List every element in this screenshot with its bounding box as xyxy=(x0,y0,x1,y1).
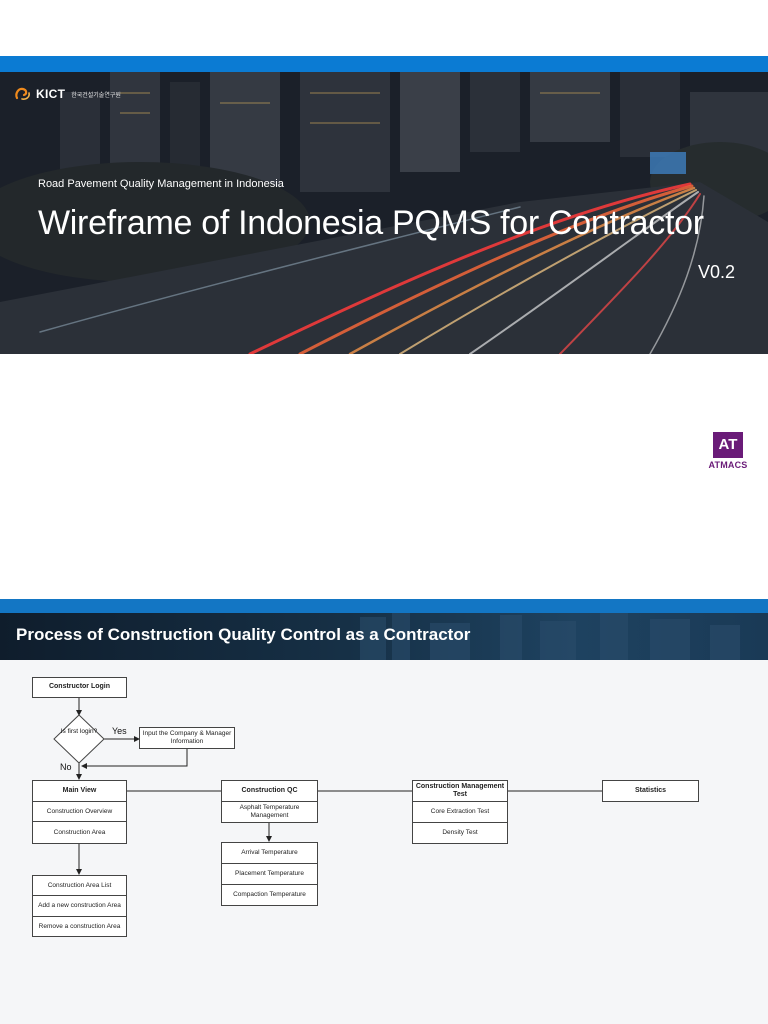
statistics-box: Statistics xyxy=(602,780,699,802)
title-slide: KICT 한국건설기술연구원 Road Pavement Quality Man… xyxy=(0,56,768,470)
slide-header-banner xyxy=(0,613,768,660)
slide-accent-bar xyxy=(0,599,768,613)
flow-connectors xyxy=(53,698,602,875)
placement-temperature-box: Placement Temperature xyxy=(221,863,318,885)
density-test-box: Density Test xyxy=(412,822,508,844)
process-slide: Process of Construction Quality Control … xyxy=(0,599,768,1024)
compaction-temperature-box: Compaction Temperature xyxy=(221,884,318,906)
city-highway-banner xyxy=(0,72,768,354)
banner-illustration xyxy=(0,72,768,354)
atmacs-mark: AT xyxy=(713,432,743,458)
remove-construction-area-box: Remove a construction Area xyxy=(32,916,127,937)
add-construction-area-box: Add a new construction Area xyxy=(32,895,127,917)
top-accent-bar xyxy=(0,56,768,72)
slide-title: Wireframe of Indonesia PQMS for Contract… xyxy=(38,204,704,242)
constructor-login-box: Constructor Login xyxy=(32,677,127,698)
construction-overview-box: Construction Overview xyxy=(32,801,127,822)
management-test-header: Construction Management Test xyxy=(412,780,508,802)
input-company-info-box: Input the Company & Manager Information xyxy=(139,727,235,749)
main-view-header: Main View xyxy=(32,780,127,802)
core-extraction-test-box: Core Extraction Test xyxy=(412,801,508,823)
slide-subtitle: Road Pavement Quality Management in Indo… xyxy=(38,178,284,190)
kict-swirl-icon xyxy=(14,86,32,102)
atmacs-logo: AT ATMACS xyxy=(708,432,748,470)
construction-area-list-box: Construction Area List xyxy=(32,875,127,896)
version-label: V0.2 xyxy=(698,262,736,282)
no-label: No xyxy=(60,762,72,772)
yes-label: Yes xyxy=(112,726,127,736)
first-login-decision-label: Is first login? xyxy=(60,728,98,735)
asphalt-temperature-box: Asphalt Temperature Management xyxy=(221,801,318,823)
arrival-temperature-box: Arrival Temperature xyxy=(221,842,318,864)
kict-logo: KICT 한국건설기술연구원 xyxy=(14,86,121,102)
header-skyline-illustration xyxy=(360,613,740,660)
process-title: Process of Construction Quality Control … xyxy=(16,625,471,644)
construction-area-box: Construction Area xyxy=(32,821,127,844)
kict-logo-subtext: 한국건설기술연구원 xyxy=(71,92,121,99)
atmacs-logo-text: ATMACS xyxy=(708,460,748,470)
construction-qc-header: Construction QC xyxy=(221,780,318,802)
kict-logo-text: KICT xyxy=(36,87,66,101)
